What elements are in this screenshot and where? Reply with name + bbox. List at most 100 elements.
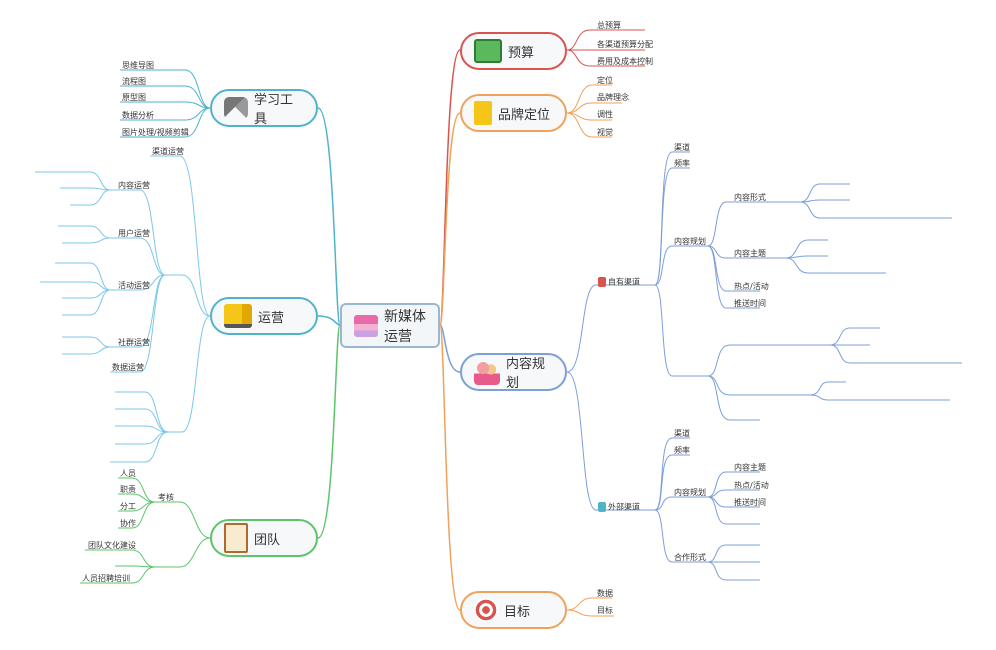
leaf[interactable]: 热点/活动 xyxy=(734,481,769,490)
connector xyxy=(707,375,760,421)
connector xyxy=(165,274,211,317)
connector xyxy=(654,245,708,286)
connector xyxy=(654,509,708,563)
connector xyxy=(785,239,828,259)
topic-team[interactable]: 团队 xyxy=(210,519,318,557)
connector xyxy=(118,501,156,529)
connector xyxy=(707,561,760,581)
connector xyxy=(120,107,211,138)
topic-operations[interactable]: 运营 xyxy=(210,297,318,335)
leaf[interactable]: 目标 xyxy=(597,606,613,615)
leaf[interactable]: 分工 xyxy=(120,502,136,511)
leaf[interactable]: 各渠道预算分配 xyxy=(597,40,653,49)
topic-tools[interactable]: 学习工具 xyxy=(210,89,318,127)
connector xyxy=(654,496,708,511)
connector xyxy=(785,257,886,274)
leaf[interactable]: 职责 xyxy=(120,485,136,494)
topic-tools-label: 学习工具 xyxy=(254,93,294,127)
leaf[interactable]: 渠道运营 xyxy=(152,147,184,156)
subtopic-own-channel[interactable]: 自有渠道 xyxy=(598,277,640,288)
leaf[interactable]: 视觉 xyxy=(597,128,613,137)
topic-target[interactable]: 目标 xyxy=(460,591,567,629)
leaf[interactable]: 频率 xyxy=(674,159,690,168)
leaf[interactable]: 用户运营 xyxy=(118,229,150,238)
leaf[interactable]: 流程图 xyxy=(122,77,146,86)
leaf[interactable]: 数据分析 xyxy=(122,111,154,120)
leaf[interactable]: 品牌理念 xyxy=(597,93,629,102)
leaf[interactable]: 原型图 xyxy=(122,93,146,102)
connector xyxy=(566,102,622,114)
central-topic-label: 新媒体运营 xyxy=(384,308,426,345)
leaf[interactable]: 热点/活动 xyxy=(734,282,769,291)
tools-icon xyxy=(224,97,248,119)
leaf[interactable]: 费用及成本控制 xyxy=(597,57,653,66)
leaf[interactable]: 内容主题 xyxy=(734,463,766,472)
leaf[interactable]: 图片处理/视频剪辑 xyxy=(122,128,189,137)
connector xyxy=(799,183,850,203)
truck-icon xyxy=(224,304,252,328)
leaf[interactable]: 数据运营 xyxy=(112,363,144,372)
connector xyxy=(707,544,760,563)
clipboard-icon xyxy=(224,523,248,553)
connector xyxy=(80,566,156,584)
leaf[interactable]: 推送时间 xyxy=(734,498,766,507)
leaf[interactable]: 内容形式 xyxy=(734,193,766,202)
leaf[interactable]: 数据 xyxy=(597,589,613,598)
target-icon xyxy=(474,598,498,622)
subtopic-external-channel[interactable]: 外部渠道 xyxy=(598,502,640,513)
leaf[interactable]: 调性 xyxy=(597,110,613,119)
topic-budget[interactable]: 预算 xyxy=(460,32,567,70)
connector xyxy=(809,381,846,396)
cake-icon xyxy=(354,314,378,337)
leaf[interactable]: 内容主题 xyxy=(734,249,766,258)
connector xyxy=(707,245,786,259)
connector xyxy=(566,29,645,51)
leaf[interactable]: 推送时间 xyxy=(734,299,766,308)
connector xyxy=(707,245,760,309)
connector xyxy=(115,408,169,433)
connector xyxy=(707,344,830,377)
leaf[interactable]: 团队文化建设 xyxy=(88,541,136,550)
topic-team-label: 团队 xyxy=(254,532,281,548)
leaf[interactable]: 频率 xyxy=(674,446,690,455)
connector xyxy=(155,537,211,568)
leaf[interactable]: 思维导图 xyxy=(122,61,154,70)
connector xyxy=(115,391,169,433)
leaf[interactable]: 活动运营 xyxy=(118,281,150,290)
leaf[interactable]: 社群运营 xyxy=(118,338,150,347)
connector xyxy=(58,225,111,239)
leaf[interactable]: 考核 xyxy=(158,493,174,502)
connector xyxy=(439,112,461,326)
connector xyxy=(566,371,655,511)
leaf[interactable]: 合作形式 xyxy=(674,553,706,562)
connector xyxy=(566,284,655,373)
leaf[interactable]: 渠道 xyxy=(674,143,690,152)
leaf[interactable]: 内容规划 xyxy=(674,237,706,246)
connector xyxy=(317,107,341,326)
connector xyxy=(40,281,111,291)
connector xyxy=(566,49,645,67)
people-icon xyxy=(474,359,500,385)
leaf[interactable]: 定位 xyxy=(597,76,613,85)
topic-budget-label: 预算 xyxy=(508,45,535,61)
connector xyxy=(707,496,760,525)
topic-brand[interactable]: 品牌定位 xyxy=(460,94,567,132)
connector xyxy=(120,101,211,109)
central-topic[interactable]: 新媒体运营 xyxy=(340,303,440,348)
leaf[interactable]: 人员 xyxy=(120,469,136,478)
leaf[interactable]: 协作 xyxy=(120,519,136,528)
leaf[interactable]: 人员招聘培训 xyxy=(82,574,130,583)
topic-content[interactable]: 内容规划 xyxy=(460,353,567,391)
leaf[interactable]: 渠道 xyxy=(674,429,690,438)
money-icon xyxy=(474,39,502,63)
leaf[interactable]: 内容规划 xyxy=(674,488,706,497)
connector xyxy=(60,187,111,191)
leaf[interactable]: 内容运营 xyxy=(118,181,150,190)
connector xyxy=(707,489,760,498)
connector xyxy=(439,324,461,611)
leaf[interactable]: 总预算 xyxy=(597,21,621,30)
connector xyxy=(168,315,211,433)
connector xyxy=(62,346,111,355)
connector xyxy=(110,237,166,276)
